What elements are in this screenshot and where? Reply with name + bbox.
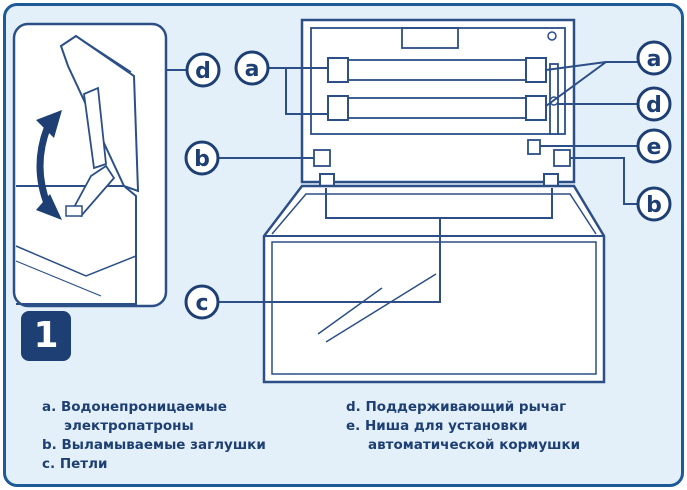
inset-side-view bbox=[12, 22, 186, 308]
legend-item-d: d. Поддерживающий рычаг bbox=[346, 398, 580, 417]
callout-b-right-label: b bbox=[646, 193, 662, 218]
legend-right: d. Поддерживающий рычаг e. Ниша для уста… bbox=[346, 398, 580, 455]
callout-c: c bbox=[184, 284, 220, 320]
legend-text: Петли bbox=[59, 456, 108, 472]
callout-a-left: a bbox=[234, 50, 270, 86]
legend-letter: a. bbox=[42, 399, 57, 415]
leader-lines bbox=[218, 61, 654, 303]
callout-b-left-label: b bbox=[194, 147, 210, 172]
callout-d-left: d bbox=[185, 52, 221, 88]
legend-letter: d. bbox=[346, 399, 361, 415]
callout-a-right: a bbox=[636, 40, 672, 76]
legend-text-continued: электропатроны bbox=[64, 418, 194, 434]
callouts: d a b c a d e bbox=[184, 40, 672, 320]
callout-a-left-label: a bbox=[245, 57, 260, 82]
legend-text-continued: автоматической кормушки bbox=[368, 437, 581, 453]
main-tank-view bbox=[262, 18, 606, 384]
callout-a-right-label: a bbox=[647, 47, 662, 72]
callout-c-label: c bbox=[195, 291, 208, 316]
legend-letter: c. bbox=[42, 456, 56, 472]
callout-b-left: b bbox=[184, 140, 220, 176]
legend-letter: e. bbox=[346, 418, 361, 434]
legend-text: Выламываемые заглушки bbox=[61, 437, 266, 453]
legend-text: Ниша для установки bbox=[365, 418, 528, 434]
callout-d-left-label: d bbox=[195, 59, 211, 84]
legend-left: a. Водонепроницаемые электропатроны b. В… bbox=[42, 398, 266, 474]
callout-e-label: e bbox=[647, 135, 662, 160]
callout-d-right: d bbox=[636, 86, 672, 122]
callout-d-right-label: d bbox=[646, 93, 662, 118]
legend-text: Поддерживающий рычаг bbox=[365, 399, 567, 415]
legend-item-c: c. Петли bbox=[42, 455, 266, 474]
legend-letter: b. bbox=[42, 437, 57, 453]
legend-item-b: b. Выламываемые заглушки bbox=[42, 436, 266, 455]
legend-text: Водонепроницаемые bbox=[60, 399, 227, 415]
hood-diagram: d a b c a d e bbox=[12, 18, 672, 384]
callout-e: e bbox=[636, 128, 672, 164]
legend-item-e: e. Ниша для установки bbox=[346, 417, 580, 436]
figure-number-badge: 1 bbox=[21, 311, 71, 361]
callout-b-right: b bbox=[636, 186, 672, 222]
diagram-frame: d a b c a d e bbox=[3, 3, 684, 487]
legend-item-a: a. Водонепроницаемые bbox=[42, 398, 266, 417]
